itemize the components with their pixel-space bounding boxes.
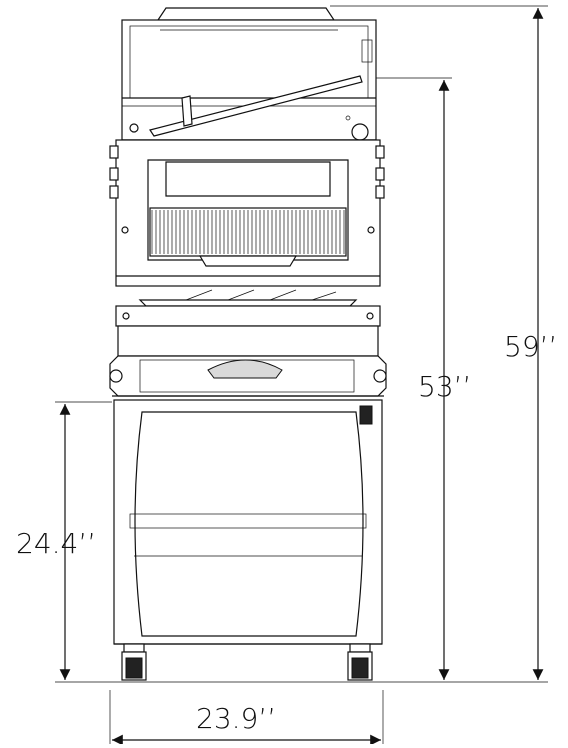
table-height-dimension [375,77,452,680]
overall-height-dimension [330,5,548,680]
width-label: 23.9’’ [196,702,277,735]
stand-cabinet [113,399,383,645]
table-height-label: 53’’ [418,370,472,403]
caster-left [121,643,147,681]
overall-height-label: 59’’ [504,330,558,363]
blade-grid [149,207,347,267]
bag-chute [109,325,387,397]
width-dimension [109,690,384,746]
crumb-tray [115,275,381,327]
top-lid [121,7,377,141]
stand-height-dimension [55,401,112,680]
stand-height-label: 24.4’’ [16,527,97,560]
caster-right [347,643,373,681]
brand-logo-plate [359,405,373,425]
